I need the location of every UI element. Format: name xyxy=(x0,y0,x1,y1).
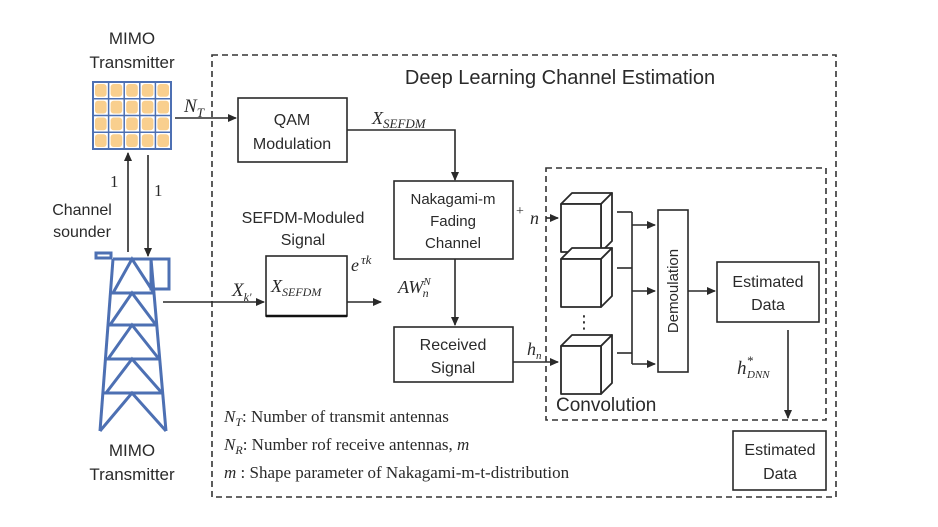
qam-modulation-block xyxy=(237,97,348,163)
top-transmitter-label-2: Transmitter xyxy=(89,53,175,72)
sefdm-symbol-block xyxy=(265,255,348,317)
downlink-label: 1 xyxy=(154,181,163,200)
transmission-tower-icon xyxy=(94,251,171,433)
convolution-cubes xyxy=(560,192,613,395)
top-transmitter-label-1: MIMO xyxy=(109,29,155,48)
conv-filter-cube xyxy=(560,192,613,253)
antenna-element xyxy=(95,117,107,131)
antenna-element xyxy=(157,117,169,131)
nt-label: NT xyxy=(183,96,205,120)
convolution-dashed-frame xyxy=(545,167,827,421)
estimated-inner-label-1: Estimated xyxy=(732,274,803,291)
channel-sounder-label-2: sounder xyxy=(53,224,111,241)
sefdm-signal-label-2: Signal xyxy=(281,232,325,249)
noise-n-label: n xyxy=(530,208,539,228)
qam-to-fading-arrow xyxy=(347,129,459,181)
antenna-element xyxy=(157,84,169,97)
estimated-data-block-bottom xyxy=(732,430,827,491)
legend-item-nt: NT: Number of transmit antennas xyxy=(223,407,449,429)
antenna-element xyxy=(126,100,138,114)
antenna-array-icon xyxy=(92,81,172,150)
nakagami-label-2: Fading xyxy=(430,213,476,230)
antenna-element xyxy=(95,100,107,114)
received-signal-block xyxy=(393,326,514,383)
channel-sounder-label-1: Channel xyxy=(52,202,112,219)
legend-item-nr: NR: Number rof receive antennas, m xyxy=(223,435,469,457)
antenna-element xyxy=(110,117,123,131)
antenna-element xyxy=(95,84,107,97)
antenna-element xyxy=(157,134,169,147)
legend: NT: Number of transmit antennas NR: Numb… xyxy=(223,407,570,482)
legend-item-m: m : Shape parameter of Nakagami-m-t-dist… xyxy=(224,463,570,482)
antenna-element xyxy=(126,84,138,97)
nakagami-fading-block xyxy=(393,180,514,260)
received-label-2: Signal xyxy=(431,360,475,377)
outer-dashed-frame xyxy=(211,54,837,498)
diagram-title: Deep Learning Channel Estimation xyxy=(405,67,715,89)
sefdm-signal-label-1: SEFDM-Moduled xyxy=(242,210,365,227)
antenna-element xyxy=(141,134,154,147)
conv-filter-cube xyxy=(560,334,613,395)
antenna-element xyxy=(110,134,123,147)
estimated-bottom-label-1: Estimated xyxy=(744,442,815,459)
antenna-element xyxy=(126,117,138,131)
antenna-element xyxy=(141,100,154,114)
noise-plus-label: + xyxy=(516,204,524,219)
estimated-data-block-inner xyxy=(716,261,820,323)
cube-connectors xyxy=(617,211,633,364)
antenna-element xyxy=(95,134,107,147)
qam-label-1: QAM xyxy=(274,112,310,129)
bottom-transmitter-label-2: Transmitter xyxy=(89,465,175,484)
antenna-element xyxy=(141,84,154,97)
conv-filter-cube xyxy=(560,247,613,308)
antenna-element xyxy=(110,100,123,114)
more-filters-dots: ⋮ xyxy=(575,312,593,332)
antenna-element xyxy=(157,100,169,114)
estimated-bottom-label-2: Data xyxy=(763,466,797,483)
demodulation-block xyxy=(657,209,689,373)
xsefdm-top-label: XSEFDM xyxy=(371,108,427,131)
antenna-element xyxy=(126,134,138,147)
hdnn-label: h*DNN xyxy=(737,353,770,381)
estimated-inner-label-2: Data xyxy=(751,297,785,314)
nakagami-label-1: Nakagami-m xyxy=(410,191,495,208)
sefdm-block-label: XSEFDM xyxy=(270,276,322,299)
received-label-1: Received xyxy=(420,337,487,354)
bottom-transmitter-label-1: MIMO xyxy=(109,441,155,460)
convolution-label: Convolution xyxy=(556,395,656,416)
demodulation-label: Demoulation xyxy=(665,249,682,333)
uplink-label: 1 xyxy=(110,172,119,191)
hn-label: hn xyxy=(527,339,542,362)
antenna-element xyxy=(141,117,154,131)
qam-label-2: Modulation xyxy=(253,136,331,153)
xk-label: Xk' xyxy=(231,280,252,304)
antenna-element xyxy=(110,84,123,97)
nakagami-label-3: Channel xyxy=(425,235,481,252)
